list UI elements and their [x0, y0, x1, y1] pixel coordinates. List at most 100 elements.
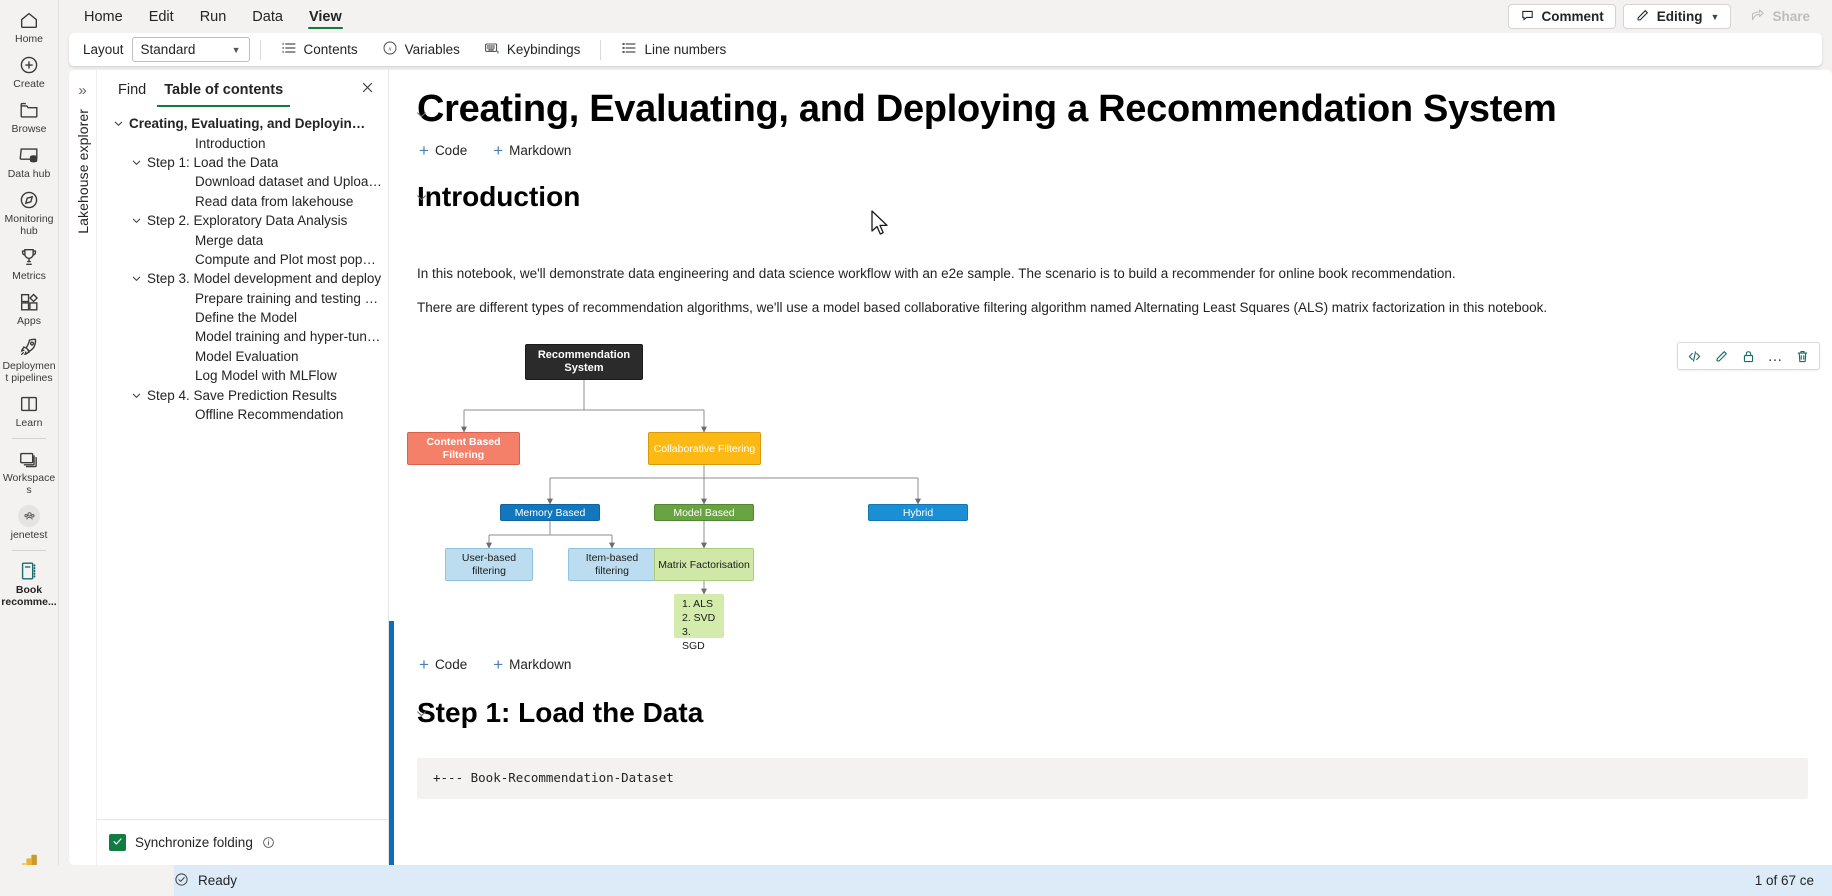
chevron-down-icon: ▼ — [231, 44, 241, 55]
toc-item[interactable]: Offline Recommendation — [97, 405, 388, 424]
notebook-cell-introduction[interactable]: Introduction In this notebook, we'll dem… — [389, 175, 1832, 679]
rail-item-learn[interactable]: Learn — [0, 388, 59, 433]
toc-item[interactable]: Download dataset and Upload to lakeh… — [97, 172, 388, 191]
expand-explorer-icon[interactable]: » — [72, 79, 94, 101]
toolbar-divider — [259, 39, 261, 60]
edit-icon[interactable] — [1709, 344, 1734, 368]
rail-item-browse[interactable]: Browse — [0, 94, 59, 139]
delete-icon[interactable] — [1790, 344, 1815, 368]
keybindings-label: Keybindings — [506, 42, 581, 57]
diagram-node-user-based-filtering: User-based filtering — [445, 548, 533, 582]
chevron-down-icon[interactable] — [125, 157, 147, 168]
toc-item[interactable]: Step 4. Save Prediction Results — [97, 385, 388, 404]
notebook-icon — [18, 560, 40, 582]
rail-item-create[interactable]: Create — [0, 49, 59, 94]
collapse-cell-icon[interactable] — [411, 104, 431, 124]
add-cell-row: + Code + Markdown — [417, 134, 1808, 165]
toc-item[interactable]: Define the Model — [97, 308, 388, 327]
info-icon[interactable] — [262, 836, 275, 849]
rail-item-metrics[interactable]: Metrics — [0, 241, 59, 286]
notebook-cell-step1[interactable]: Step 1: Load the Data +--- Book-Recommen… — [389, 691, 1832, 799]
toc-item[interactable]: Introduction — [97, 133, 388, 152]
contents-button[interactable]: Contents — [271, 37, 368, 63]
collapse-cell-icon[interactable] — [411, 703, 431, 723]
toc-item[interactable]: Log Model with MLFlow — [97, 366, 388, 385]
comment-button[interactable]: Comment — [1507, 4, 1616, 29]
home-icon — [18, 9, 40, 31]
line-numbers-button[interactable]: Line numbers — [611, 37, 736, 63]
svg-text:x: x — [387, 46, 391, 53]
lakehouse-explorer-label[interactable]: Lakehouse explorer — [74, 109, 91, 234]
editing-mode-button[interactable]: Editing ▼ — [1622, 4, 1732, 29]
toc-item-label: Creating, Evaluating, and Deployin… — [129, 116, 366, 132]
toc-item[interactable]: Read data from lakehouse — [97, 192, 388, 211]
synchronize-folding-checkbox[interactable] — [109, 834, 126, 851]
ribbon-tab-data[interactable]: Data — [239, 0, 296, 33]
toc-item[interactable]: Model Evaluation — [97, 347, 388, 366]
plus-circle-icon — [18, 54, 40, 76]
notebook-cell-title[interactable]: Creating, Evaluating, and Deploying a Re… — [389, 78, 1832, 165]
tab-find[interactable]: Find — [109, 71, 155, 109]
ribbon-tab-home[interactable]: Home — [71, 0, 136, 33]
rail-item-workspaces[interactable]: Workspaces — [0, 443, 59, 500]
add-markdown-cell-button[interactable]: + Markdown — [491, 140, 573, 161]
toc-item-label: Merge data — [195, 232, 264, 248]
lock-icon[interactable] — [1736, 344, 1761, 368]
chevron-down-icon[interactable] — [125, 390, 147, 401]
share-icon — [1750, 8, 1765, 26]
rail-item-label: Learn — [15, 417, 43, 429]
close-panel-button[interactable] — [354, 77, 380, 103]
toc-item[interactable]: Model training and hyper-tunning — [97, 327, 388, 346]
notebook-canvas[interactable]: Creating, Evaluating, and Deploying a Re… — [389, 70, 1832, 865]
status-ready-label: Ready — [198, 873, 238, 888]
variables-button[interactable]: x Variables — [372, 37, 470, 63]
add-code-cell-button[interactable]: + Code — [417, 654, 469, 675]
view-code-icon[interactable] — [1682, 344, 1707, 368]
add-markdown-label: Markdown — [509, 143, 572, 159]
rail-item-apps[interactable]: Apps — [0, 286, 59, 331]
chevron-down-icon[interactable] — [107, 118, 129, 129]
rail-item-book-recommendation[interactable]: Book recomme... — [0, 555, 59, 612]
add-markdown-cell-button[interactable]: + Markdown — [491, 654, 573, 675]
rail-item-label: Monitoring hub — [4, 213, 54, 237]
chevron-down-icon[interactable] — [125, 215, 147, 226]
layout-select-value: Standard — [140, 42, 196, 57]
introduction-paragraph-1: In this notebook, we'll demonstrate data… — [417, 266, 1456, 282]
tab-table-of-contents[interactable]: Table of contents — [155, 71, 292, 109]
command-bar-wrapper: Layout Standard ▼ Contents x Varia — [59, 33, 1832, 70]
collapse-cell-icon[interactable] — [411, 187, 431, 207]
toc-item-label: Log Model with MLFlow — [195, 368, 337, 384]
keybindings-button[interactable]: Keybindings — [474, 37, 591, 63]
rail-item-jenetest[interactable]: jenetest — [0, 500, 59, 545]
ribbon-tab-run[interactable]: Run — [187, 0, 240, 33]
rail-item-monitoring-hub[interactable]: Monitoring hub — [0, 184, 59, 241]
rail-item-deployment-pipelines[interactable]: Deployment pipelines — [0, 331, 59, 388]
plus-icon: + — [419, 655, 429, 675]
rail-item-label: Data hub — [7, 168, 51, 180]
layout-select[interactable]: Standard ▼ — [131, 37, 250, 62]
toc-item-label: Prepare training and testing data — [195, 290, 382, 306]
introduction-paragraph-2: There are different types of recommendat… — [417, 300, 1548, 316]
toc-item[interactable]: Creating, Evaluating, and Deployin… — [97, 114, 388, 133]
rail-item-home[interactable]: Home — [0, 4, 59, 49]
lakehouse-explorer-strip: » Lakehouse explorer — [69, 70, 97, 865]
toc-item[interactable]: Compute and Plot most popular items — [97, 250, 388, 269]
more-icon[interactable]: … — [1763, 344, 1788, 368]
ribbon-tab-view[interactable]: View — [296, 0, 355, 33]
toc-item[interactable]: Prepare training and testing data — [97, 289, 388, 308]
folder-icon — [18, 99, 40, 121]
status-cell-count: 1 of 67 ce — [1754, 873, 1814, 888]
command-bar: Layout Standard ▼ Contents x Varia — [69, 33, 1822, 66]
chevron-down-icon[interactable] — [125, 273, 147, 284]
toc-item[interactable]: Step 1: Load the Data — [97, 153, 388, 172]
toc-item-label: Model Evaluation — [195, 348, 299, 364]
comment-icon — [1520, 8, 1535, 26]
share-button[interactable]: Share — [1738, 4, 1822, 29]
rail-item-data-hub[interactable]: Data hub — [0, 139, 59, 184]
toc-item[interactable]: Step 3. Model development and deploy — [97, 269, 388, 288]
toc-item-label: Read data from lakehouse — [195, 193, 354, 209]
add-code-cell-button[interactable]: + Code — [417, 140, 469, 161]
toc-item[interactable]: Step 2. Exploratory Data Analysis — [97, 211, 388, 230]
ribbon-tab-edit[interactable]: Edit — [136, 0, 187, 33]
toc-item[interactable]: Merge data — [97, 230, 388, 249]
